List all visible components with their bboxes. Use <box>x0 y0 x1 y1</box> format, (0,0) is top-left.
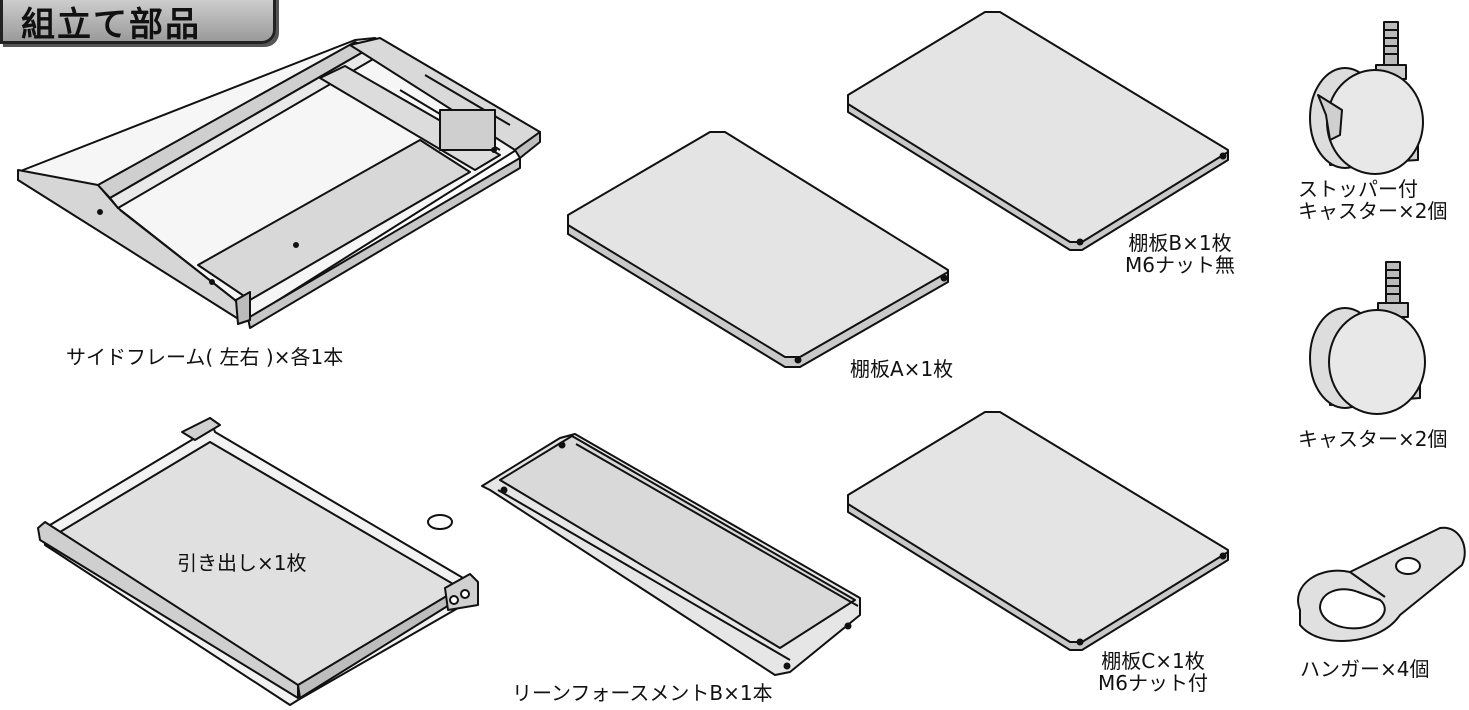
stopper-caster-label-line1: ストッパー付 <box>1298 177 1418 201</box>
side-frame-illustration <box>17 37 541 329</box>
hanger-illustration <box>1297 526 1466 642</box>
shelf-b-label-line1: 棚板B×1枚 <box>1128 231 1232 255</box>
drawer-illustration <box>37 417 479 706</box>
shelf-a-label: 棚板A×1枚 <box>850 357 954 381</box>
stopper-caster-label: ストッパー付 キャスター×2個 <box>1298 178 1447 222</box>
shelf-c-label-line2: M6ナット付 <box>1098 671 1208 695</box>
shelf-b-illustration <box>847 11 1229 251</box>
shelf-c-label-line1: 棚板C×1枚 <box>1101 649 1205 673</box>
page-title: 組立て部品 <box>21 5 201 45</box>
side-frame-label: サイドフレーム( 左右 )×各1本 <box>66 345 344 369</box>
shelf-c-illustration <box>847 411 1229 651</box>
shelf-c-label: 棚板C×1枚 M6ナット付 <box>1098 650 1208 694</box>
drawer-label: 引き出し×1枚 <box>177 551 307 575</box>
stopper-caster-illustration <box>1309 21 1424 175</box>
title-badge: 組立て部品 <box>0 0 276 45</box>
shelf-a-illustration <box>567 131 949 368</box>
stopper-caster-label-line2: キャスター×2個 <box>1298 199 1448 223</box>
caster-label: キャスター×2個 <box>1298 427 1448 451</box>
reinforcement-b-illustration <box>481 433 861 676</box>
shelf-b-label: 棚板B×1枚 M6ナット無 <box>1125 232 1235 276</box>
reinforcement-b-label: リーンフォースメントB×1本 <box>512 681 773 705</box>
shelf-b-label-line2: M6ナット無 <box>1125 253 1235 277</box>
caster-illustration <box>1309 261 1426 415</box>
hanger-label: ハンガー×4個 <box>1300 657 1430 681</box>
